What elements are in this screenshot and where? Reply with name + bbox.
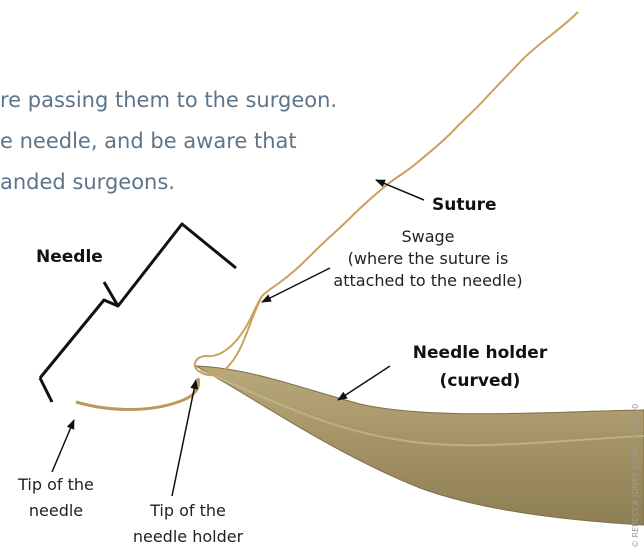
body-text-line-3: anded surgeons. [0, 170, 175, 194]
arrow-tip-of-holder [172, 380, 196, 496]
arrow-suture [376, 180, 424, 200]
label-tip-of-needle-line1: Tip of the [17, 475, 94, 494]
label-swage-line2: (where the suture is [348, 249, 509, 268]
label-tip-of-needle-line2: needle [29, 501, 83, 520]
label-needle-holder: Needle holder [413, 343, 548, 363]
body-text-line-2: e needle, and be aware that [0, 129, 297, 153]
arrow-swage [262, 268, 330, 302]
arrow-tip-of-needle [52, 420, 74, 472]
label-tip-of-holder-line1: Tip of the [149, 501, 226, 520]
label-needle: Needle [36, 247, 103, 267]
label-needle-holder-curved: (curved) [440, 371, 521, 391]
image-credit: © REBECCA JONES CC BY-NC-SA 4.0 [631, 404, 640, 548]
arrow-needle-holder [338, 366, 390, 400]
curved-needle [76, 378, 198, 410]
label-swage-line3: attached to the needle) [333, 271, 522, 290]
suture-loop [195, 296, 262, 375]
label-swage-title: Swage [401, 227, 454, 246]
needle-holder [196, 366, 644, 525]
label-tip-of-holder-line2: needle holder [133, 527, 244, 546]
label-suture: Suture [432, 195, 497, 215]
body-text-line-1: re passing them to the surgeon. [0, 88, 337, 112]
